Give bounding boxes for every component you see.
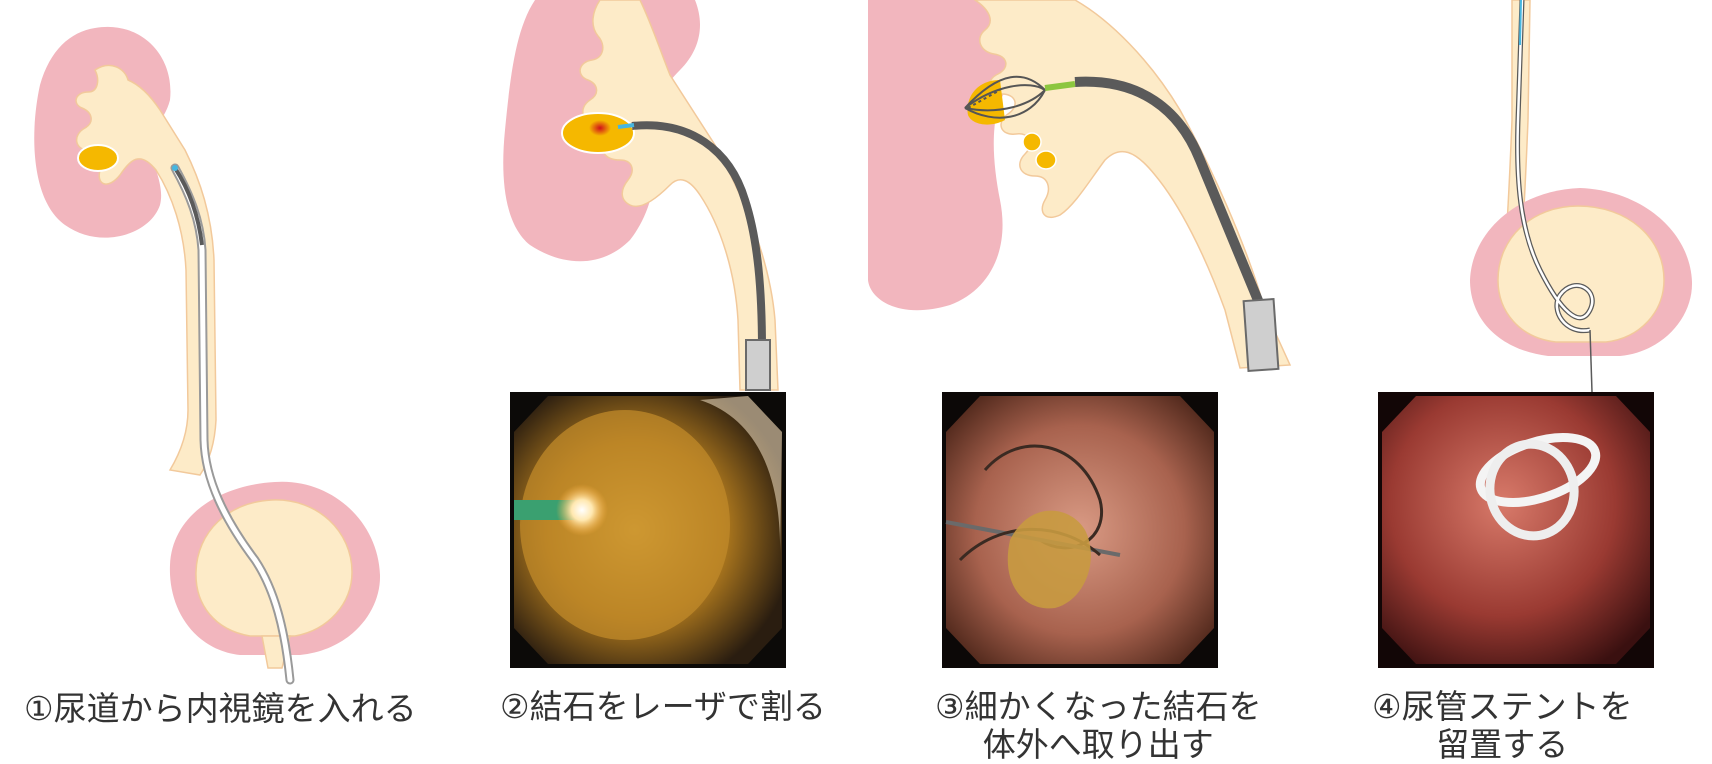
laser-fiber [618,125,634,127]
stent-placement-photo [1378,392,1654,668]
kidney [868,0,1290,368]
panel-3-illustration [868,0,1290,371]
caption-line: ②結石をレーザで割る [500,688,826,726]
basket-guide [1045,84,1075,88]
stent-blue-marker [1520,0,1521,45]
basket-extraction-photo [942,392,1218,668]
laser-burn-spot [589,120,611,136]
kidney-stone [78,145,118,171]
caption-step-4: ④尿管ステントを 留置する [1372,688,1633,764]
laser-flash [556,484,608,536]
kidney [503,0,778,390]
caption-step-3: ③細かくなった結石を 体外へ取り出す [935,688,1262,764]
laser-lithotripsy-photo [510,392,786,668]
endoscope-tip-light [172,165,178,171]
caption-line: ①尿道から内視鏡を入れる [24,690,417,728]
panel-1-illustration [34,27,380,680]
renal-pelvis [76,65,216,475]
caption-line: 体外へ取り出す [935,726,1262,764]
caption-line: ③細かくなった結石を [935,688,1262,726]
renal-pelvis [975,0,1290,368]
caption-step-1: ①尿道から内視鏡を入れる [24,690,417,728]
caption-line: 留置する [1372,726,1633,764]
stone-surface [520,410,730,640]
panel-4-illustration [1470,0,1692,392]
stone-fragment [1036,151,1056,169]
caption-step-2: ②結石をレーザで割る [500,688,826,726]
kidney [34,27,216,475]
bladder [170,482,380,668]
endoscope-sheath [746,340,770,390]
endoscope-sheath [1244,299,1279,371]
caption-line: ④尿管ステントを [1372,688,1633,726]
stone-fragment [1023,133,1041,151]
bladder-lumen [196,500,352,636]
panel-2-illustration [503,0,778,390]
